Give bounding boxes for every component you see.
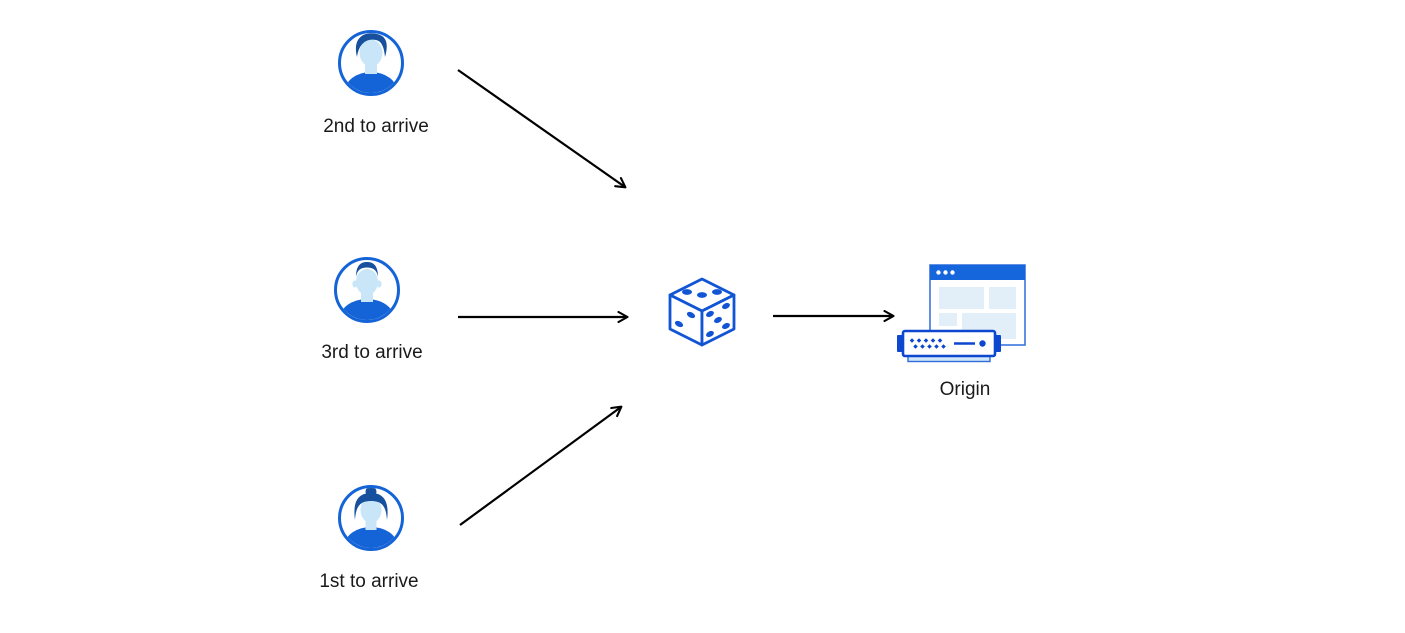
male-avatar-icon	[338, 30, 404, 96]
first-user-label: 1st to arrive	[319, 571, 419, 592]
arrow-second-user-to-dice	[457, 69, 625, 187]
male-avatar-icon	[334, 257, 400, 323]
female-avatar-icon	[338, 485, 404, 551]
second-user-label: 2nd to arrive	[323, 116, 429, 137]
dice-icon	[668, 277, 736, 347]
origin-server-browser-icon	[897, 264, 1026, 363]
origin-label: Origin	[939, 379, 991, 400]
node-random-selector	[667, 277, 737, 347]
arrow-first-user-to-dice	[459, 407, 621, 526]
third-user-label: 3rd to arrive	[321, 342, 423, 363]
node-first-user	[337, 484, 405, 552]
node-origin	[895, 263, 1030, 366]
node-second-user	[337, 29, 405, 97]
node-third-user	[333, 256, 401, 324]
